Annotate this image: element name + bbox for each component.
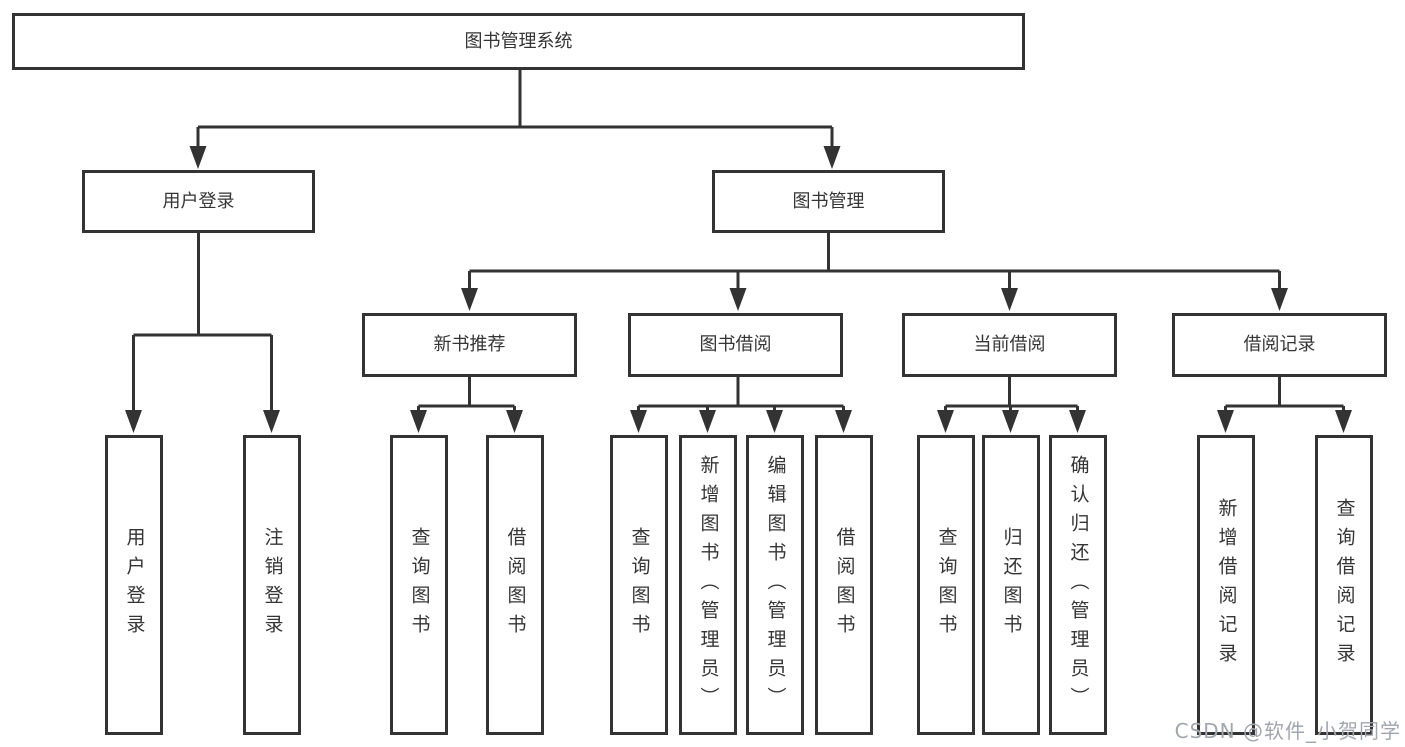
node-leaf-borrow-books-recommend: 借阅图书 xyxy=(486,435,544,735)
node-label: 查询图书 xyxy=(408,527,431,643)
node-label: 查询借阅记录 xyxy=(1333,498,1356,672)
node-label: 新增图书（管理员） xyxy=(697,454,720,716)
node-borrowing-records: 借阅记录 xyxy=(1172,313,1387,377)
node-leaf-query-books-recommend: 查询图书 xyxy=(390,435,448,735)
node-label: 用户登录 xyxy=(162,190,235,212)
node-label: 编辑图书（管理员） xyxy=(764,454,787,716)
node-label: 当前借阅 xyxy=(973,334,1046,356)
node-new-book-recommendation: 新书推荐 xyxy=(362,313,577,377)
node-label: 归还图书 xyxy=(1000,527,1023,643)
node-book-mgmt-system: 图书管理系统 xyxy=(12,13,1025,70)
node-book-management: 图书管理 xyxy=(712,170,945,233)
node-label: 新书推荐 xyxy=(433,334,506,356)
node-leaf-query-borrow-record: 查询借阅记录 xyxy=(1315,435,1373,735)
node-label: 查询图书 xyxy=(935,527,958,643)
node-label: 确认归还（管理员） xyxy=(1067,454,1090,716)
node-leaf-add-borrow-record: 新增借阅记录 xyxy=(1197,435,1255,735)
node-label: 查询图书 xyxy=(628,527,651,643)
node-leaf-return-books: 归还图书 xyxy=(982,435,1040,735)
node-label: 图书管理系统 xyxy=(464,30,573,52)
node-user-login: 用户登录 xyxy=(82,170,315,233)
node-leaf-query-books-borrow: 查询图书 xyxy=(610,435,668,735)
node-leaf-logout: 注销登录 xyxy=(243,435,301,735)
node-leaf-query-books-current: 查询图书 xyxy=(917,435,975,735)
node-label: 借阅图书 xyxy=(504,527,527,643)
node-label: 新增借阅记录 xyxy=(1215,498,1238,672)
node-label: 借阅记录 xyxy=(1243,334,1316,356)
node-leaf-user-login: 用户登录 xyxy=(105,435,163,735)
watermark-text: CSDN @软件_小贺同学 xyxy=(1174,719,1401,743)
node-book-borrowing: 图书借阅 xyxy=(628,313,843,377)
node-label: 图书管理 xyxy=(792,190,865,212)
node-leaf-add-books-admin: 新增图书（管理员） xyxy=(679,435,737,735)
node-label: 注销登录 xyxy=(261,527,284,643)
node-current-borrowing: 当前借阅 xyxy=(902,313,1117,377)
node-label: 图书借阅 xyxy=(699,334,772,356)
node-label: 借阅图书 xyxy=(833,527,856,643)
node-leaf-borrow-books: 借阅图书 xyxy=(815,435,873,735)
node-leaf-edit-books-admin: 编辑图书（管理员） xyxy=(746,435,804,735)
node-leaf-confirm-return-admin: 确认归还（管理员） xyxy=(1049,435,1107,735)
node-label: 用户登录 xyxy=(123,527,146,643)
